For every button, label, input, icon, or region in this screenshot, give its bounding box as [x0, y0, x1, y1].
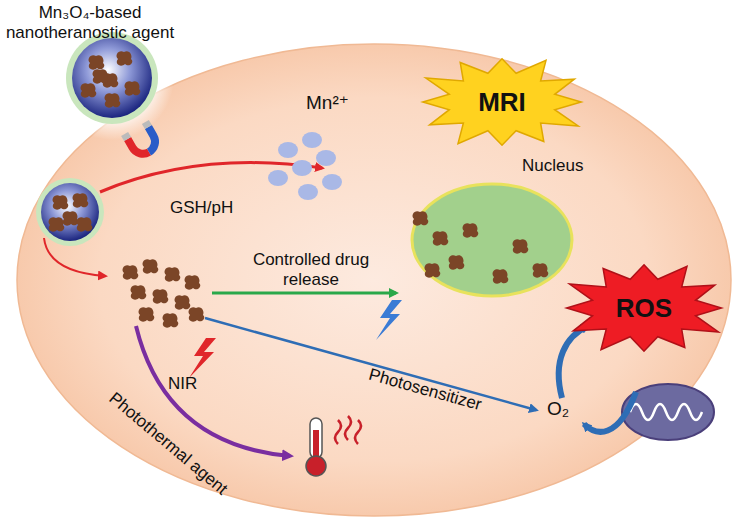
mito-to-oxygen-arrow [584, 392, 636, 432]
mn-ions [268, 132, 342, 200]
magnet [121, 120, 165, 164]
mri-star: MRI [412, 52, 592, 152]
nanoparticle [72, 38, 152, 118]
nir-label: NIR [168, 374, 197, 394]
drug-cluster [123, 259, 205, 327]
ion-label: Mn²⁺ [306, 92, 349, 114]
light-bolt [376, 300, 402, 340]
particle-shell [66, 32, 158, 124]
nucleus [412, 184, 572, 296]
oxygen-label: O₂ [547, 398, 569, 420]
release-arrow [100, 163, 322, 192]
drug-release-arrow [212, 292, 396, 295]
trigger-label: GSH/pH [170, 198, 233, 218]
ros-star: ROS [556, 258, 732, 358]
process-label: Controlled drug release [248, 250, 374, 289]
star-text-holder: ROS [616, 293, 672, 324]
disassembly-arrow [44, 238, 105, 276]
oxygen-to-ros-arrow [559, 326, 588, 398]
photosensitizer-arrow [205, 318, 536, 410]
nucleus-label: Nucleus [522, 156, 583, 176]
thermometer [306, 416, 361, 476]
star-text: MRI [478, 87, 526, 118]
agent-label: Mn₃O₄-based nanotheranostic agent [4, 3, 176, 42]
star-text-holder: MRI [478, 87, 526, 118]
star-text: ROS [616, 293, 672, 324]
nir-bolt [189, 338, 216, 378]
